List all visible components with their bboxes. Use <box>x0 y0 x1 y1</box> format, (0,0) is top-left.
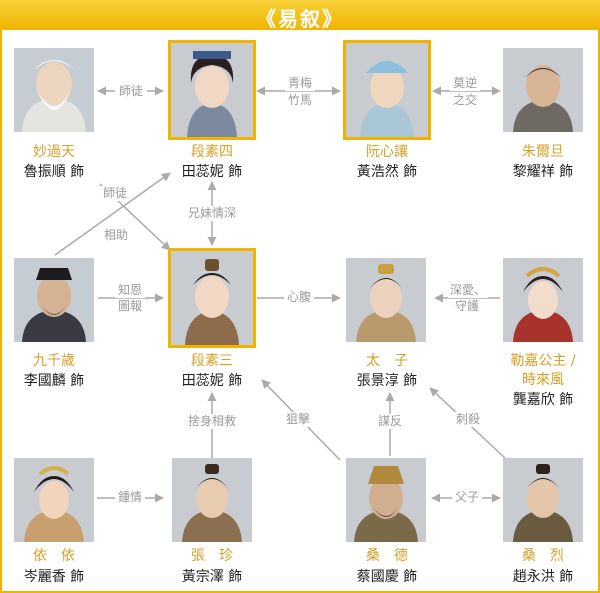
relation-xiongmei: 兄妹情深 <box>184 206 240 221</box>
portrait-sang-lie <box>503 458 583 542</box>
role-duan-susi: 段素四 <box>191 144 233 160</box>
portrait-duan-susi <box>168 40 256 140</box>
relation-shitu-top: 師徒 <box>115 84 147 99</box>
actor-jiu-qiansui: 李國麟 飾 <box>23 373 85 389</box>
relation-zhien-1: 知恩 <box>115 283 145 298</box>
relation-qingmei-1: 青梅 <box>285 76 315 91</box>
actor-taizi: 張景淳 飾 <box>356 373 418 389</box>
role-zhu-erdan: 朱爾旦 <box>522 144 564 160</box>
portrait-taizi <box>346 258 426 342</box>
role-lejia-line2: 時來風 <box>522 372 564 388</box>
actor-duan-susan: 田蕊妮 飾 <box>181 373 243 389</box>
relation-moni-1: 莫逆 <box>450 76 480 91</box>
relation-moni-2: 之交 <box>450 93 480 108</box>
actor-ruan-xinrang: 黃浩然 飾 <box>356 164 418 180</box>
role-duan-susan: 段素三 <box>191 353 233 369</box>
actor-sang-de: 蔡國慶 飾 <box>356 569 418 585</box>
relation-cisha: 刺殺 <box>453 412 483 427</box>
actor-duan-susi: 田蕊妮 飾 <box>181 164 243 180</box>
relation-juji: 狙擊 <box>283 412 313 427</box>
role-ruan-xinrang: 阮心讓 <box>366 144 408 160</box>
relation-xiangzhu: 相助 <box>100 228 132 243</box>
edge-xiangzhu-diag <box>54 172 171 256</box>
actor-yiyi: 岑麗香 飾 <box>23 569 85 585</box>
portrait-ruan-xinrang <box>343 40 431 140</box>
role-zhang-zhen: 張 珍 <box>191 548 233 564</box>
role-sang-lie: 桑 烈 <box>522 548 564 564</box>
border-frame <box>0 30 600 593</box>
relation-xinfu: 心腹 <box>284 290 314 305</box>
role-sang-de: 桑 德 <box>366 548 408 564</box>
actor-lejia-gongzhu: 龔嘉欣 飾 <box>512 392 574 408</box>
relation-qingmei-2: 竹馬 <box>285 93 315 108</box>
relation-shenai-1: 深愛、 <box>448 283 488 298</box>
relation-zhongqing: 鍾情 <box>115 490 145 505</box>
diagram-title: 《易叙》 <box>256 7 344 31</box>
portrait-zhang-zhen <box>172 458 252 542</box>
relation-zhien-2: 圖報 <box>115 299 145 314</box>
portrait-lejia-gongzhu <box>503 258 583 342</box>
relation-fuzi: 父子 <box>452 490 482 505</box>
portrait-zhu-erdan <box>503 48 583 132</box>
role-lejia-line1: 勒嘉公主 / <box>510 353 576 369</box>
relation-shitu-diag: 師徒 <box>100 186 130 201</box>
relation-shenai-2: 守護 <box>452 299 482 314</box>
portrait-miao-guotian <box>14 48 94 132</box>
actor-sang-lie: 趙永洪 飾 <box>512 569 574 585</box>
relation-moufan: 謀反 <box>375 414 405 429</box>
portrait-yiyi <box>14 458 94 542</box>
role-yiyi: 依 依 <box>33 548 75 564</box>
portrait-jiu-qiansui <box>14 258 94 342</box>
actor-zhang-zhen: 黃宗澤 飾 <box>181 569 243 585</box>
role-miao-guotian: 妙過天 <box>33 144 75 160</box>
actor-miao-guotian: 魯振順 飾 <box>23 164 85 180</box>
role-taizi: 太 子 <box>366 353 408 369</box>
role-jiu-qiansui: 九千歲 <box>33 353 75 369</box>
title-bar: 《易叙》 <box>0 0 600 31</box>
portrait-sang-de <box>346 458 426 542</box>
portrait-duan-susan <box>168 248 256 348</box>
actor-zhu-erdan: 黎耀祥 飾 <box>512 164 574 180</box>
relation-sheshen: 捨身相救 <box>184 414 240 429</box>
